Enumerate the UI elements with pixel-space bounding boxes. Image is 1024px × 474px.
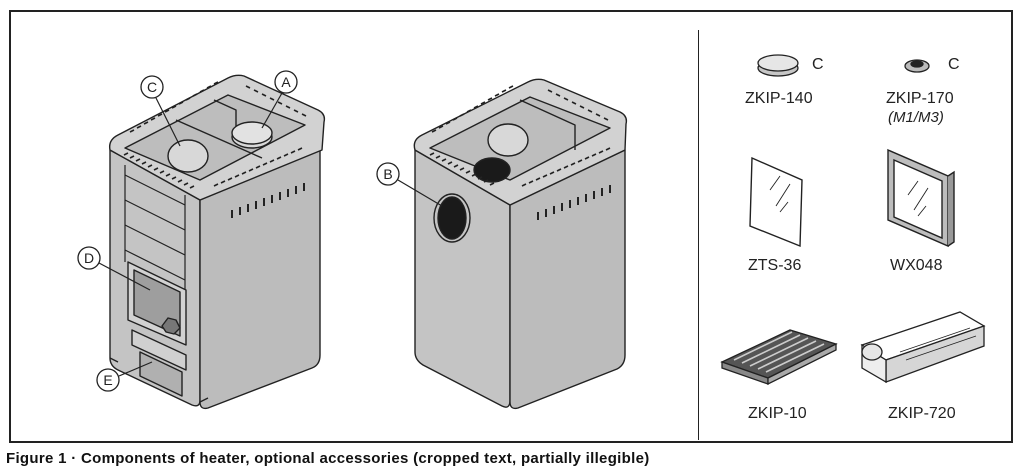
heater-front-view — [108, 74, 326, 410]
heater-rear-view — [413, 78, 628, 410]
accessory-name: WX048 — [890, 257, 943, 274]
accessory-suffix: C — [948, 56, 960, 73]
callout-a: A — [261, 70, 298, 129]
accessory-name: ZKIP-10 — [748, 405, 807, 422]
svg-text:B: B — [383, 166, 392, 182]
accessory-name: ZKIP-170 — [886, 90, 954, 107]
accessory-wx048: WX048 — [887, 148, 955, 274]
callout-b: B — [376, 162, 443, 207]
grate-icon — [720, 329, 838, 386]
tray-icon — [860, 311, 986, 384]
figure-caption: Figure 1 · Components of heater, optiona… — [6, 450, 650, 467]
callout-c: C — [140, 75, 181, 147]
accessory-note: (M1/M3) — [888, 109, 944, 126]
framed-glass-icon — [887, 148, 955, 248]
svg-text:A: A — [281, 74, 291, 90]
accessory-suffix: C — [812, 56, 824, 73]
accessory-zts-36: ZTS-36 — [748, 156, 803, 274]
ring-cover-icon — [904, 59, 930, 73]
panel-divider — [698, 30, 699, 440]
svg-text:C: C — [147, 79, 157, 95]
accessory-name: ZKIP-720 — [888, 405, 956, 422]
accessory-zkip-170: C ZKIP-170 (M1/M3) — [886, 56, 960, 126]
accessory-name: ZKIP-140 — [745, 90, 813, 107]
cover-icon — [757, 54, 799, 77]
accessory-zkip-10: ZKIP-10 — [720, 329, 838, 422]
callout-e: E — [96, 361, 153, 392]
svg-text:D: D — [84, 250, 94, 266]
svg-text:E: E — [103, 372, 112, 388]
accessory-name: ZTS-36 — [748, 257, 801, 274]
accessory-zkip-140: C ZKIP-140 — [745, 54, 824, 107]
accessory-zkip-720: ZKIP-720 — [860, 311, 986, 422]
callout-d: D — [77, 246, 151, 291]
glass-pane-icon — [749, 156, 803, 248]
figure-frame — [9, 10, 1013, 443]
